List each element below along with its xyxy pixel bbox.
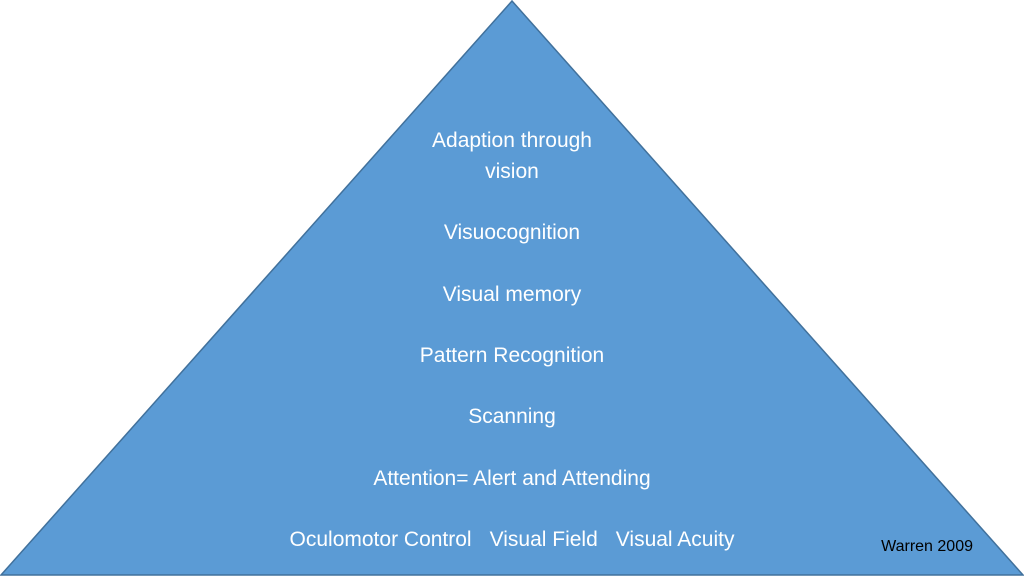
pyramid-level-adaption: Adaption through vision bbox=[432, 129, 592, 183]
base-item-oculomotor-control: Oculomotor Control bbox=[289, 528, 472, 551]
base-item-visual-acuity: Visual Acuity bbox=[615, 528, 735, 551]
pyramid-level-pattern-recognition: Pattern Recognition bbox=[419, 344, 605, 367]
pyramid-level-base: Oculomotor Control Visual Field Visual Acu… bbox=[0, 524, 1024, 555]
base-item-visual-field: Visual Field bbox=[489, 528, 598, 551]
citation-label: Warren 2009 bbox=[881, 538, 973, 555]
pyramid-level-visual-memory: Visual memory bbox=[442, 283, 582, 306]
pyramid-level-attention: Attention= Alert and Attending bbox=[373, 467, 651, 490]
pyramid-level-visuocognition: Visuocognition bbox=[443, 221, 581, 244]
pyramid-level-scanning: Scanning bbox=[468, 405, 556, 428]
